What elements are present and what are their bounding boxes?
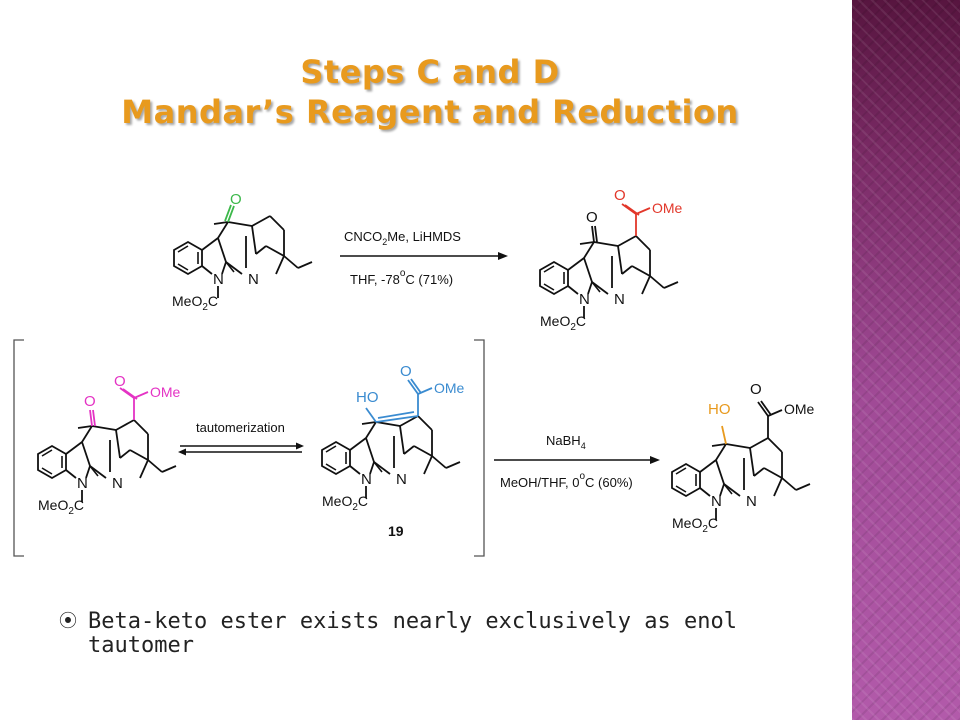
circled-dot-icon: ⦿ [59, 611, 77, 632]
slide-title: Steps C and D Mandar’s Reagent and Reduc… [60, 52, 800, 132]
reagent-2: NaBH4 [546, 433, 586, 451]
decorative-sidebar [852, 0, 960, 720]
carbamate-label: MeO2C [172, 293, 218, 313]
carbamate-label-4: MeO2C [322, 493, 368, 513]
ketone-o-green: O [230, 191, 242, 208]
carbamate-label-2: MeO2C [540, 313, 586, 333]
alcohol-ho-orange: HO [708, 401, 731, 418]
n-indoline: N [213, 271, 224, 288]
ketone-o: O [586, 209, 598, 226]
reaction-arrow-1: CNCO2Me, LiHMDS THF, -78oC (71%) [340, 229, 508, 287]
ester-o-magenta: O [114, 373, 126, 390]
bullet-text: Beta-keto ester exists nearly exclusivel… [88, 609, 738, 658]
n-amine-5: N [746, 493, 757, 510]
tautomerization-label: tautomerization [196, 420, 285, 435]
n-indoline-4: N [361, 471, 372, 488]
ketone-o-magenta: O [84, 393, 96, 410]
n-amine: N [248, 271, 259, 288]
reaction-scheme: O N N MeO2C CNCO2Me, LiHMDS THF, -78oC (… [13, 187, 815, 557]
ome-magenta: OMe [150, 384, 181, 400]
reaction-arrow-2: NaBH4 MeOH/THF, 0oC (60%) [494, 433, 660, 490]
n-amine-4: N [396, 471, 407, 488]
title-line-1: Steps C and D [300, 53, 560, 91]
structure-2: O O OMe N N MeO2C [539, 187, 683, 333]
compound-number: 19 [388, 523, 404, 539]
enol-ho-blue: HO [356, 389, 379, 406]
n-indoline-2: N [579, 291, 590, 308]
title-line-2: Mandar’s Reagent and Reduction [121, 93, 739, 131]
n-amine-3: N [112, 475, 123, 492]
n-indoline-5: N [711, 493, 722, 510]
structure-5: HO O OMe N N MeO2C [671, 381, 815, 535]
n-indoline-3: N [77, 475, 88, 492]
ome-red: OMe [652, 200, 683, 216]
structure-1: O N N MeO2C [172, 191, 313, 313]
carbamate-label-3: MeO2C [38, 497, 84, 517]
bracket-group [13, 339, 485, 557]
equilibrium-arrows: tautomerization [178, 420, 304, 456]
ester-o-red: O [614, 187, 626, 204]
ome: OMe [784, 401, 815, 417]
structure-4: HO O OMe N N MeO2C 19 [321, 363, 465, 539]
condition-1: THF, -78oC (71%) [350, 268, 453, 287]
ester-o-blue: O [400, 363, 412, 380]
structure-3: O O OMe N N MeO2C [37, 373, 181, 517]
reagent-1: CNCO2Me, LiHMDS [344, 229, 461, 247]
ome-blue: OMe [434, 380, 465, 396]
condition-2: MeOH/THF, 0oC (60%) [500, 471, 633, 490]
ester-o: O [750, 381, 762, 398]
n-amine-2: N [614, 291, 625, 308]
carbamate-label-5: MeO2C [672, 515, 718, 535]
